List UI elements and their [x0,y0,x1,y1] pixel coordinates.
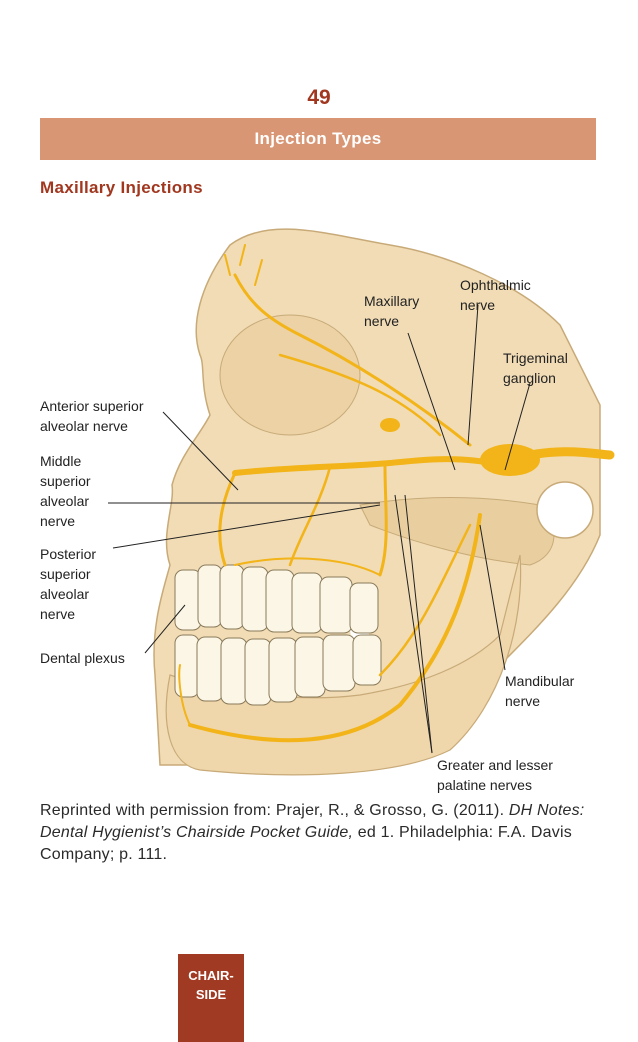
orbit [219,314,361,436]
chapter-title: Injection Types [254,129,382,148]
zygomatic-arch [359,497,555,566]
page-number: 49 [307,86,331,109]
skull-nerve-drawing [108,228,615,776]
trigeminal-ganglion [480,444,540,476]
lower-teeth [174,634,382,706]
citation-prefix: Reprinted with permission from: Prajer, … [40,802,509,819]
nerve-paths [178,244,615,743]
label-middle-superior-alveolar: Middle superior alveolar nerve [40,453,91,529]
maxillary-nerve-illustration: Ophthalmic nerve Maxillary nerve Trigemi… [0,205,638,800]
label-anterior-superior-alveolar: Anterior superior alveolar nerve [40,398,144,434]
upper-teeth [174,564,379,634]
section-title: Maxillary Injections [40,178,203,197]
label-maxillary-nerve: Maxillary nerve [364,293,420,329]
leader-lines [108,304,531,754]
label-dental-plexus: Dental plexus [40,650,125,666]
chairside-tab[interactable]: CHAIR- SIDE [178,954,244,1042]
label-ophthalmic-nerve: Ophthalmic nerve [460,277,531,313]
chairside-tab-label: CHAIR- SIDE [188,968,234,1002]
chapter-banner: Injection Types [40,118,596,160]
citation-suffix: ed 1. Philadelphia: F.A. Davis Company; … [40,824,572,863]
mandible [165,554,522,776]
ear-opening [536,481,594,539]
figure-citation: Reprinted with permission from: Prajer, … [40,800,600,866]
label-trigeminal-ganglion: Trigeminal ganglion [503,350,568,386]
label-posterior-superior-alveolar: Posterior superior alveolar nerve [40,546,97,622]
citation-book-title: DH Notes: Dental Hygienist’s Chairside P… [40,802,585,841]
label-mandibular-nerve: Mandibular nerve [505,673,575,709]
ciliary-ganglion [380,418,400,432]
label-palatine-nerves: Greater and lesser palatine nerves [437,757,553,793]
